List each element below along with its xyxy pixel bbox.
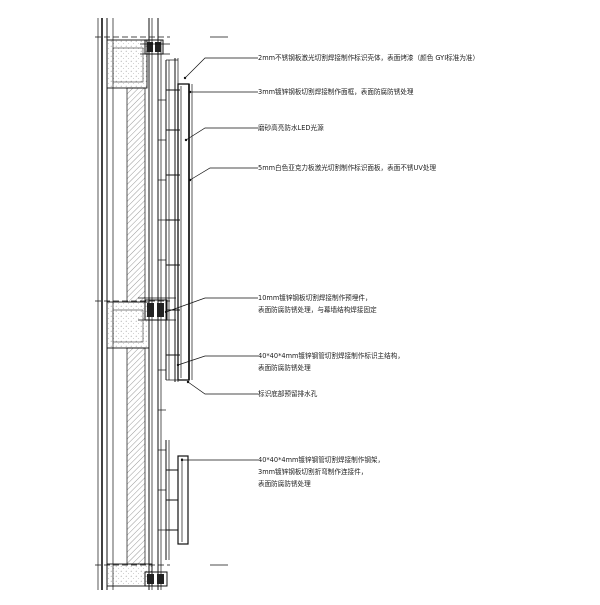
note-drain-hole: 标识底部预留排水孔 — [258, 389, 318, 398]
mullion-connection-top — [140, 39, 170, 55]
insulation-upper — [126, 87, 146, 303]
note-embed-plate-2: 表面防腐防锈处理，与幕墙结构焊接固定 — [258, 305, 377, 314]
floor-slab-middle — [106, 301, 150, 349]
note-led: 磨砂高亮防水LED光源 — [258, 123, 324, 132]
insulation-lower — [126, 347, 146, 565]
leader-lines — [164, 57, 258, 462]
note-embed-plate-1: 10mm镀锌钢板切割焊接制作预埋件， — [258, 293, 372, 302]
annotation-texts: 2mm不锈钢板激光切割焊接制作标识壳体，表面烤漆（颜色 GYI标准为准） 3mm… — [258, 53, 479, 488]
note-acrylic-panel: 5mm白色亚克力板激光切割制作标识面板，表面不锈UV处理 — [258, 163, 436, 172]
note-main-structure-2: 表面防腐防锈处理 — [258, 363, 311, 372]
note-housing: 2mm不锈钢板激光切割焊接制作标识壳体，表面烤漆（颜色 GYI标准为准） — [258, 53, 479, 62]
anchor-ticks — [158, 99, 166, 531]
mullion-connection-bottom — [144, 571, 168, 587]
note-steel-frame-2: 3mm镀锌钢板切割折弯制作连接件， — [258, 467, 367, 476]
sign-housing — [177, 83, 193, 381]
sign-brackets — [166, 89, 180, 356]
note-main-structure-1: 40*40*4mm镀锌钢管切割焊接制作标识主结构， — [258, 351, 404, 360]
floor-slab-upper — [106, 39, 148, 89]
section-lines — [95, 36, 228, 566]
note-steel-frame-3: 表面防腐防锈处理 — [258, 479, 311, 488]
note-face-frame: 3mm镀锌钢板切割焊接制作面框，表面防腐防锈处理 — [258, 87, 414, 96]
note-steel-frame-1: 40*40*4mm镀锌钢管切割焊接制作钢架， — [258, 455, 384, 464]
lower-steel-frame — [165, 440, 189, 560]
